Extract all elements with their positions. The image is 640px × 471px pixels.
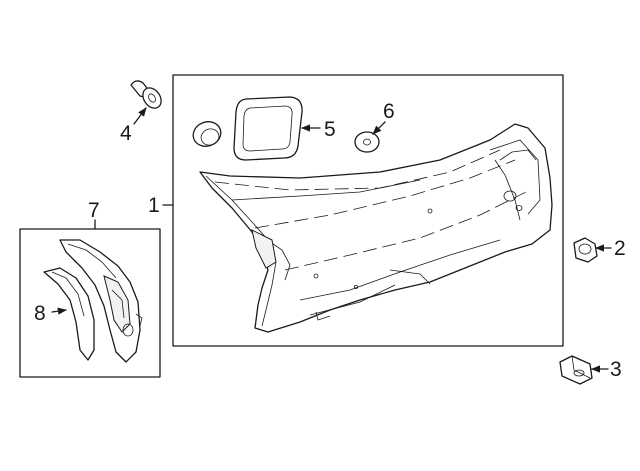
callout-2: 2: [614, 237, 626, 260]
push-pin-part-4: [130, 80, 162, 109]
liner-part-8: [43, 267, 95, 361]
callout-6: 6: [383, 100, 395, 123]
callout-1: 1: [148, 194, 160, 217]
callout-7: 7: [88, 199, 100, 222]
nut-part-2: [573, 237, 598, 263]
subassembly-box-part-7: [19, 228, 161, 378]
cover-part-5: [233, 96, 303, 161]
washer-part-6: [354, 131, 380, 153]
callout-5: 5: [324, 118, 336, 141]
leader-8: [51, 307, 67, 315]
callout-8: 8: [34, 302, 46, 325]
trim-panel-part-1: [199, 123, 553, 333]
main-panel-frame: [172, 74, 564, 347]
liner-parts-7: [59, 239, 143, 363]
callout-4: 4: [120, 122, 132, 145]
callout-3: 3: [610, 358, 622, 381]
plug-part: [192, 121, 222, 147]
clip-part-3: [559, 355, 593, 385]
leader-4: [133, 107, 147, 125]
leader-6: [372, 121, 386, 135]
